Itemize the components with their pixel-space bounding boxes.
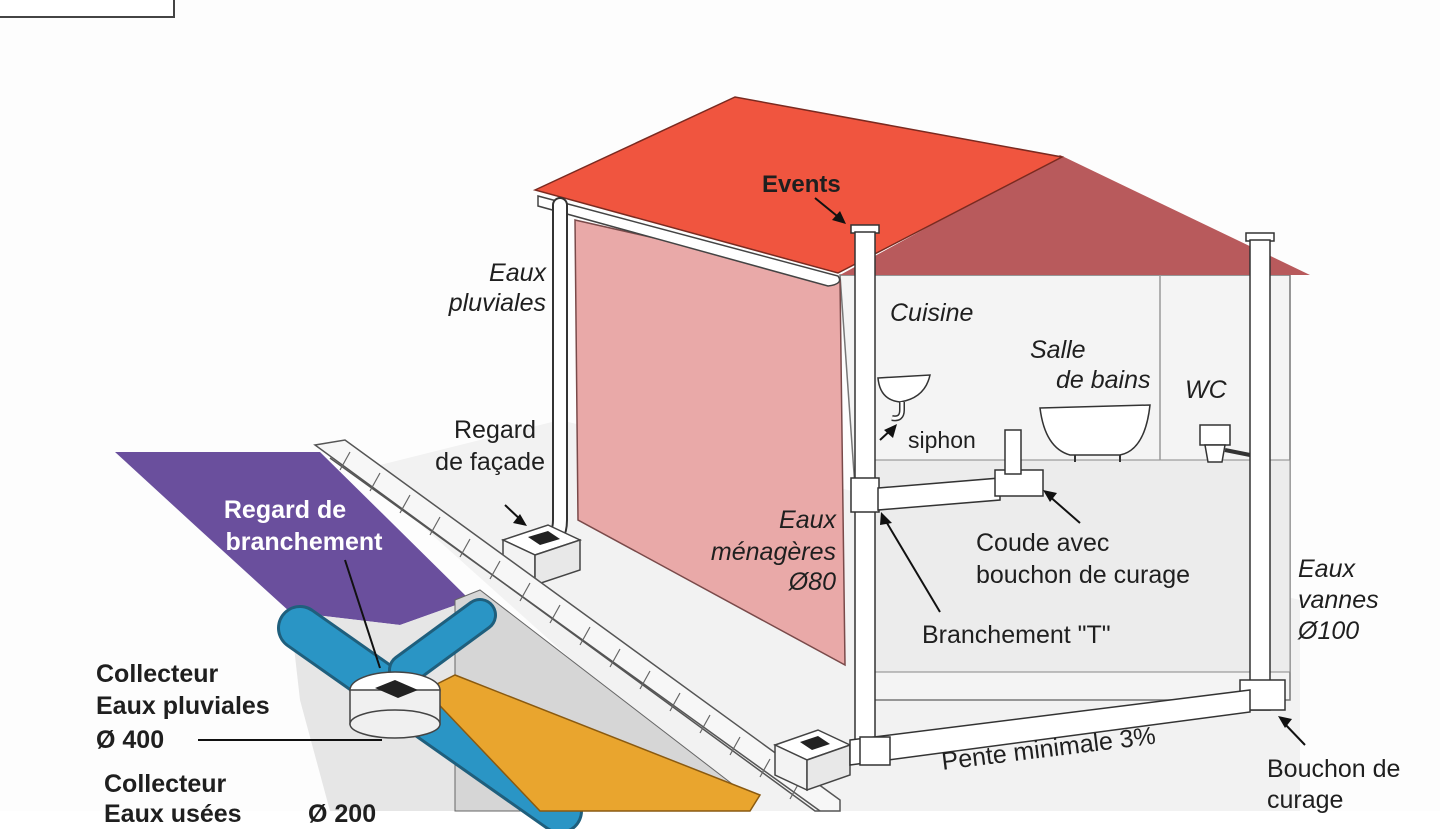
sanitation-diagram: Events Eaux pluviales Cuisine Salle de b… bbox=[0, 0, 1401, 829]
kitchen-sink bbox=[877, 374, 931, 422]
eaux-vannes-label-3: Ø100 bbox=[1298, 617, 1360, 645]
eaux-menageres-label-3: Ø80 bbox=[788, 568, 836, 596]
cuisine-label: Cuisine bbox=[890, 299, 974, 327]
street-surface bbox=[115, 452, 470, 625]
bouchon-label-1: Bouchon de bbox=[1267, 755, 1401, 783]
eaux-menageres-label-1: Eaux bbox=[779, 506, 836, 534]
branch-pipe bbox=[877, 429, 1044, 511]
collecteur-usees-label-1: Collecteur bbox=[104, 770, 227, 798]
branchement-t-label: Branchement "T" bbox=[922, 621, 1111, 649]
salle-de-bains-label-1: Salle bbox=[1030, 336, 1086, 364]
wc-label: WC bbox=[1185, 376, 1227, 404]
eaux-vannes-label-1: Eaux bbox=[1298, 555, 1355, 583]
coude-label-2: bouchon de curage bbox=[976, 561, 1191, 589]
regard-facade-label-1: Regard bbox=[454, 416, 536, 444]
collecteur-usees-label-2: Eaux usées bbox=[104, 800, 242, 828]
roof-front bbox=[532, 96, 1065, 274]
regard-branchement-box bbox=[349, 671, 441, 739]
eaux-vannes-label-2: vannes bbox=[1298, 586, 1379, 614]
arrow-heads bbox=[513, 211, 1292, 728]
regard-branchement-label-1: Regard de bbox=[223, 496, 347, 524]
collecteur-pluviales-label-3: Ø 400 bbox=[96, 726, 165, 754]
diagram-drawing bbox=[0, 0, 1310, 829]
leader-lines bbox=[198, 197, 1306, 746]
regard-house-box bbox=[773, 729, 852, 792]
collecteur-pluviales-label-1: Collecteur bbox=[96, 660, 219, 688]
corner-box bbox=[0, 0, 175, 18]
stack-menageres bbox=[850, 224, 880, 753]
bouchon-label-2: curage bbox=[1267, 786, 1344, 814]
collector-usees-pipe bbox=[423, 674, 762, 812]
regard-branchement-label-2: branchement bbox=[225, 528, 383, 556]
salle-de-bains-label-2: de bains bbox=[1056, 366, 1151, 394]
eaux-pluviales-label-1: Eaux bbox=[489, 259, 546, 287]
eaux-pluviales-label-2: pluviales bbox=[448, 289, 546, 317]
eaux-menageres-label-2: ménagères bbox=[710, 538, 836, 566]
wc-toilet bbox=[1199, 424, 1251, 463]
gutter bbox=[537, 195, 841, 287]
siphon-label: siphon bbox=[908, 427, 976, 453]
slope-pipe bbox=[849, 689, 1251, 766]
roof-rear bbox=[840, 155, 1310, 275]
curb-wall bbox=[313, 439, 841, 812]
events-label: Events bbox=[762, 171, 841, 198]
collecteur-pluviales-label-2: Eaux pluviales bbox=[96, 692, 270, 720]
coude-label-1: Coude avec bbox=[976, 529, 1110, 557]
stack-vannes bbox=[1239, 232, 1286, 711]
regard-facade-label-2: de façade bbox=[435, 448, 545, 476]
bathtub bbox=[1039, 404, 1151, 462]
collecteur-usees-label-3: Ø 200 bbox=[308, 800, 377, 828]
